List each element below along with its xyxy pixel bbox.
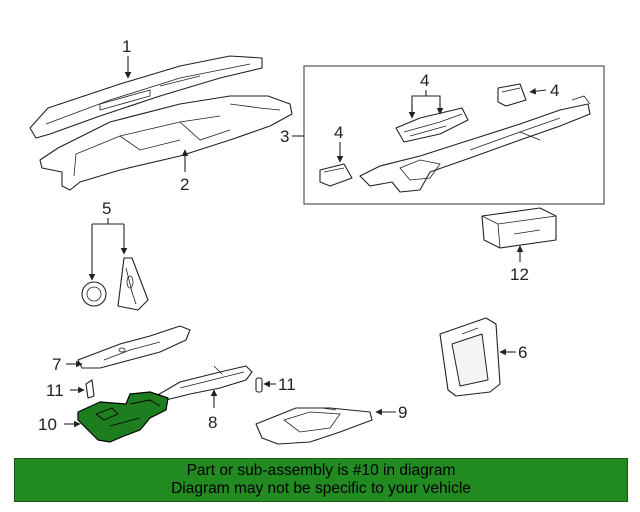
callout-7: 7 <box>52 355 61 374</box>
part-1-dash-pad[interactable] <box>29 55 263 139</box>
callout-10: 10 <box>38 415 57 434</box>
group-box-3 <box>303 65 605 205</box>
part-10-highlighted[interactable] <box>77 391 169 443</box>
callout-4a: 4 <box>334 123 343 142</box>
callout-6: 6 <box>518 343 527 362</box>
part-7-lower-trim[interactable] <box>77 325 191 369</box>
banner-line-1: Part or sub-assembly is #10 in diagram <box>186 462 456 479</box>
callout-4b: 4 <box>420 71 429 90</box>
callout-12: 12 <box>510 265 529 284</box>
part-5-speaker[interactable] <box>81 257 149 311</box>
part-4-vent-right[interactable] <box>497 83 527 107</box>
part-2-instrument-panel[interactable] <box>39 95 293 191</box>
part-9-console-tray[interactable] <box>255 407 373 445</box>
callout-1: 1 <box>122 37 131 56</box>
callout-9: 9 <box>398 403 407 422</box>
banner-line-2: Diagram may not be specific to your vehi… <box>171 480 471 497</box>
info-banner: Part or sub-assembly is #10 in diagram D… <box>14 458 628 502</box>
leader-4c <box>529 87 547 95</box>
part-8-knee-trim[interactable] <box>155 365 253 401</box>
part-12-module[interactable] <box>481 207 557 249</box>
part-3-vent-assembly[interactable] <box>359 95 591 193</box>
leader-4b-bracket <box>411 95 441 112</box>
part-6-trim-bezel[interactable] <box>439 317 501 397</box>
callout-11a: 11 <box>46 381 64 400</box>
part-11-clip-left[interactable] <box>85 379 95 399</box>
callout-4c: 4 <box>550 81 559 100</box>
callout-8: 8 <box>208 413 217 432</box>
part-4-vent-center[interactable] <box>395 107 469 143</box>
callout-2: 2 <box>180 175 189 194</box>
callout-11b: 11 <box>278 375 296 394</box>
callout-3: 3 <box>280 127 289 146</box>
part-4-vent-left[interactable] <box>319 163 353 187</box>
callout-5: 5 <box>102 199 111 218</box>
part-11-clip-right[interactable] <box>255 377 263 393</box>
